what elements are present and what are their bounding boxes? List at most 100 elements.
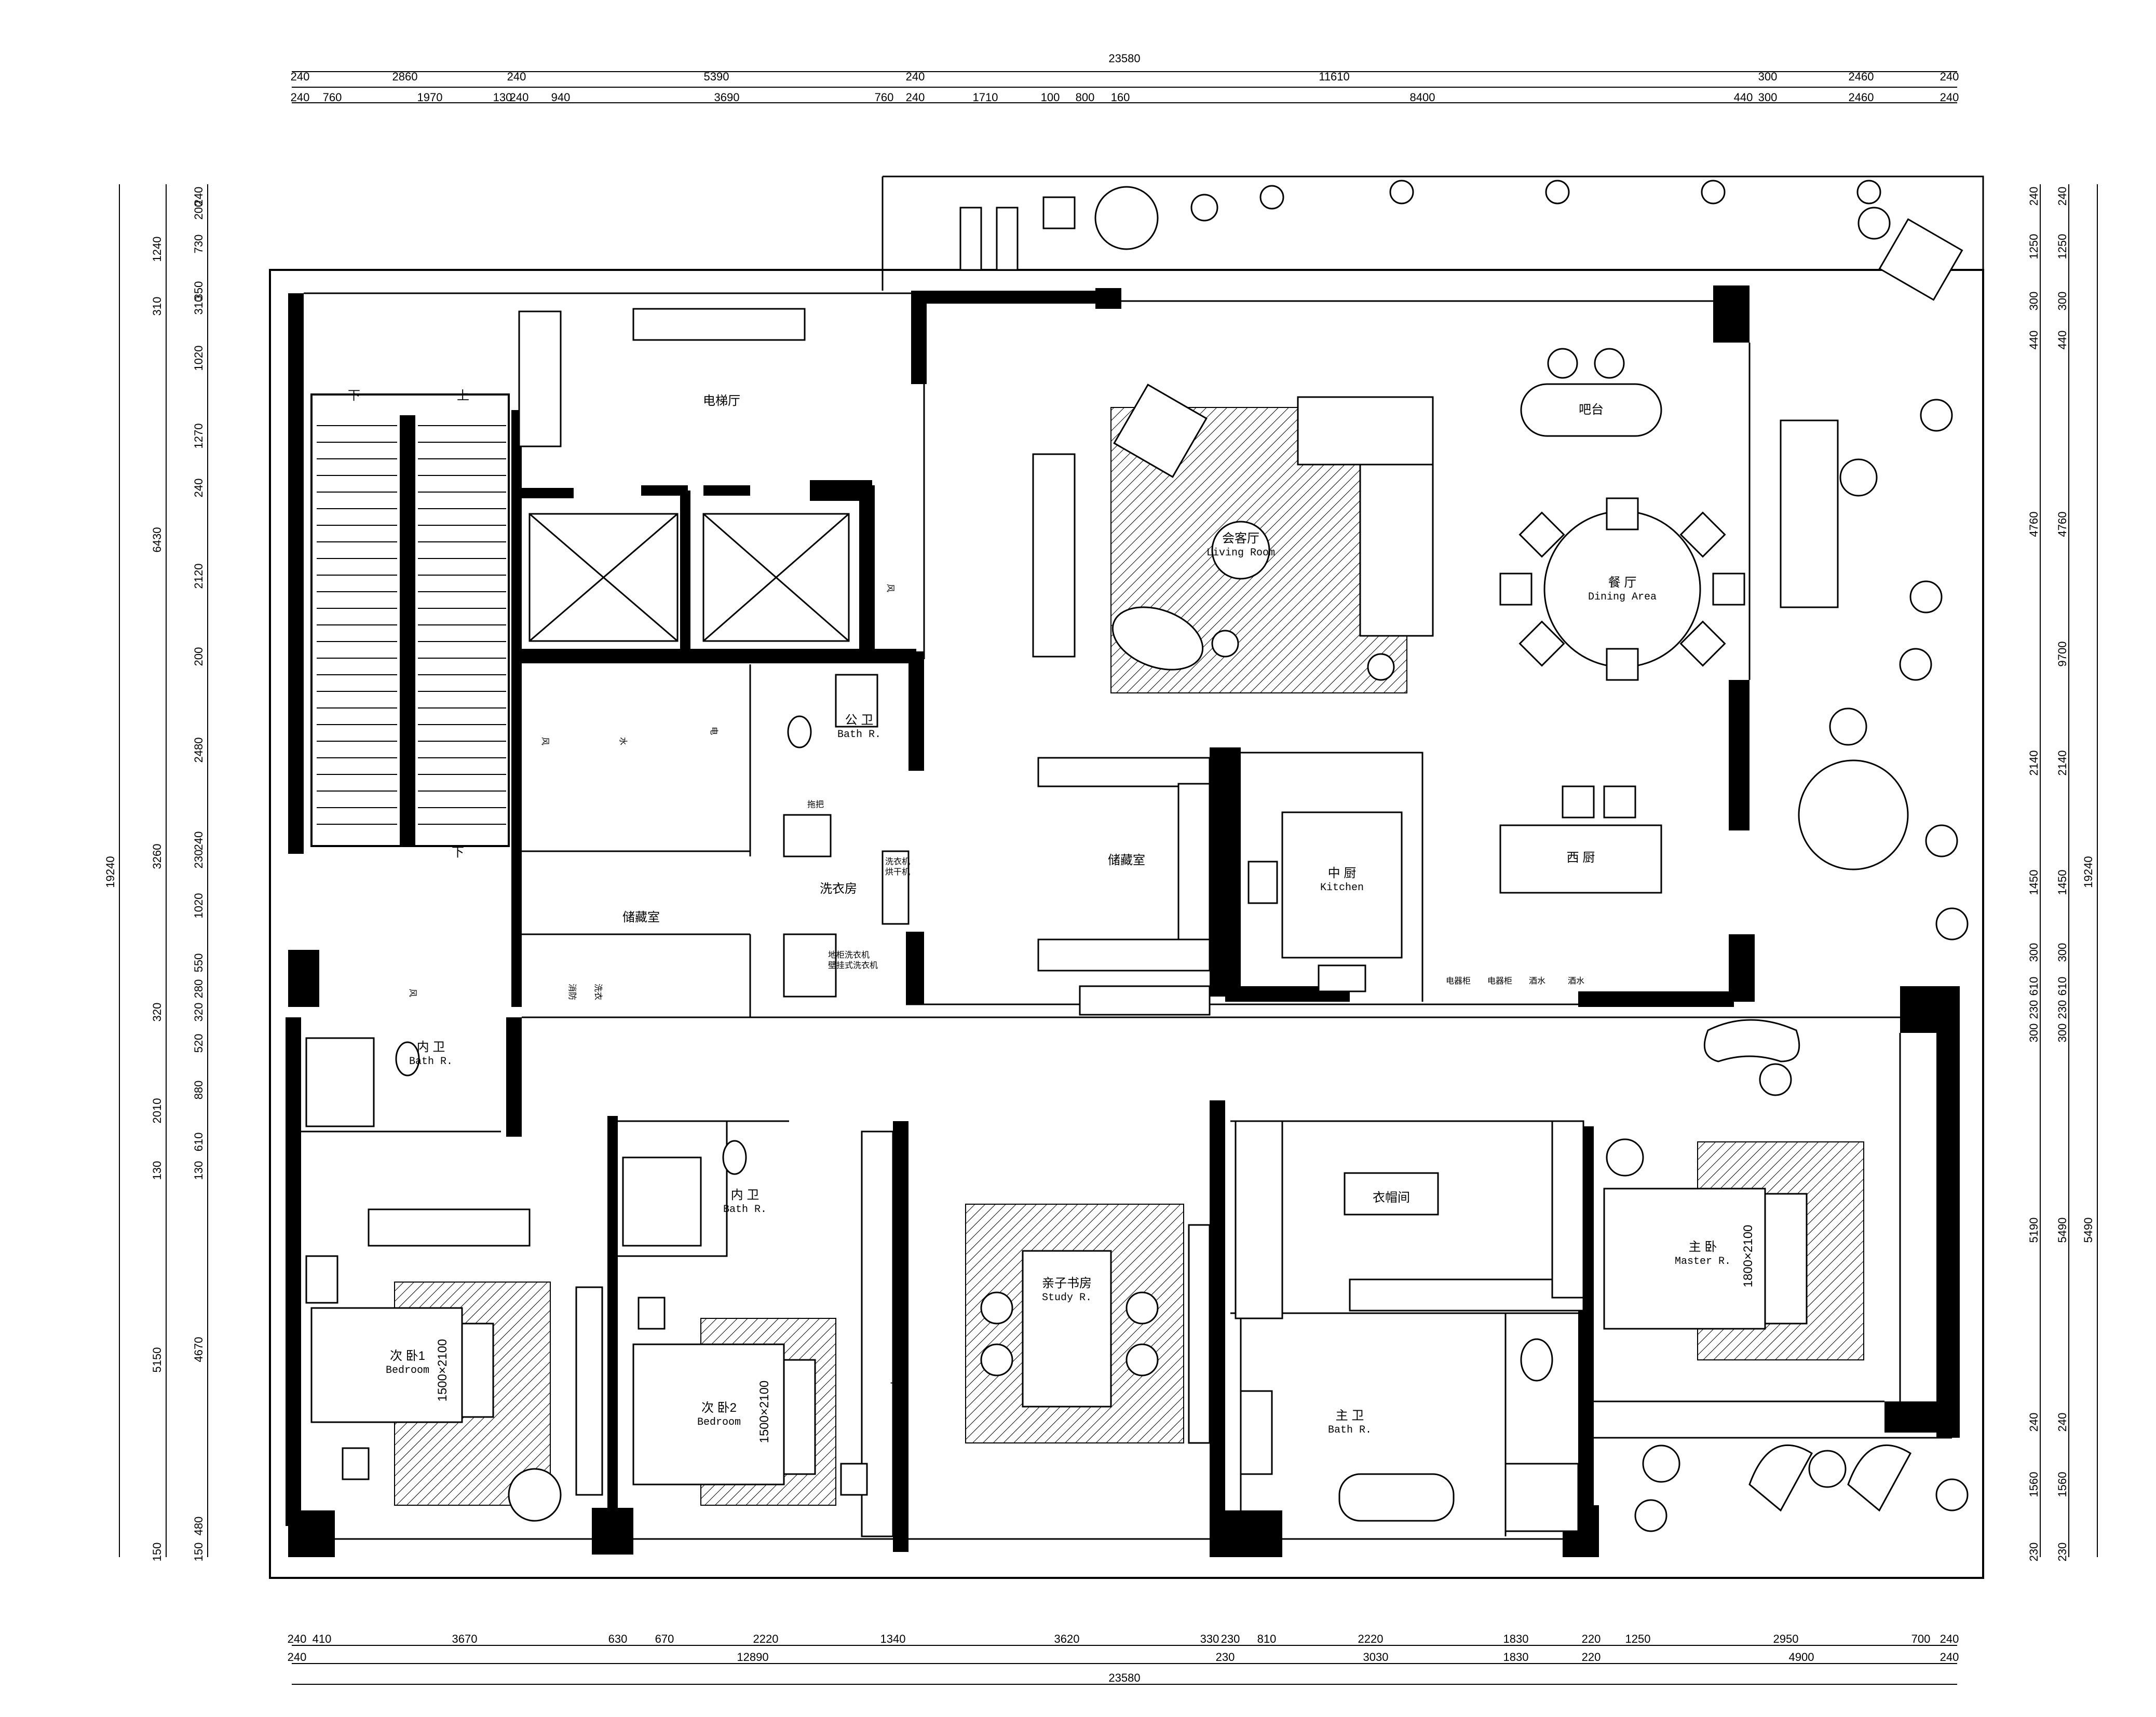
tv-label: TV. [890,1380,908,1394]
svg-text:1560: 1560 [2056,1472,2069,1497]
svg-text:240: 240 [1940,1651,1959,1664]
svg-text:610: 610 [2056,977,2069,996]
svg-text:1250: 1250 [1625,1632,1651,1645]
svg-text:200: 200 [192,647,205,666]
cabinet-label-1: 电器柜 [1446,976,1471,986]
svg-text:230: 230 [1216,1651,1235,1664]
plants [1190,180,1969,1532]
elevators [528,513,850,642]
svg-text:220: 220 [1582,1632,1601,1645]
stair-down-label-2: 下 [452,846,464,860]
stair-down-label: 下 [348,389,360,403]
svg-text:1340: 1340 [880,1632,906,1645]
mop-label: 拖把 [807,800,824,809]
svg-text:800: 800 [1076,91,1095,104]
label-master-en: Master R. [1675,1256,1731,1268]
label-living-cn: 会客厅 [1222,532,1259,546]
svg-text:4760: 4760 [2056,512,2069,537]
label-bed2-cn: 次 卧2 [701,1401,737,1415]
dim-bottom-total: 23580 [1108,1671,1140,1684]
dimension-top: 23580 240 2860 240 5390 240 11610 300 24… [291,52,1959,104]
svg-text:130: 130 [192,1161,205,1180]
label-storage-left: 储藏室 [622,910,660,924]
svg-text:610: 610 [2027,977,2040,996]
svg-text:9700: 9700 [2056,642,2069,667]
label-public-bath-en: Bath R. [837,729,881,741]
svg-text:300: 300 [2027,943,2040,962]
label-bar: 吧台 [1579,403,1604,417]
label-inner-bath2-cn: 内 卫 [731,1188,760,1202]
dimension-bottom: 240 410 3670 630 670 2220 1340 3620 330 … [288,1632,1959,1685]
label-dining-cn: 餐 厅 [1608,576,1637,590]
bed-size-master: 1800×2100 [1741,1225,1755,1288]
svg-text:240: 240 [192,187,205,206]
label-master-bath-cn: 主 卫 [1336,1409,1364,1423]
svg-text:240: 240 [288,1651,307,1664]
svg-text:3670: 3670 [452,1632,478,1645]
svg-text:5390: 5390 [704,70,729,83]
svg-text:2010: 2010 [151,1098,164,1124]
washer-label: 洗衣机 [885,857,910,866]
svg-text:1710: 1710 [973,91,998,104]
svg-text:2140: 2140 [2027,751,2040,776]
label-kitchen-cn: 中 厨 [1328,866,1357,880]
svg-text:300: 300 [2027,1024,2040,1043]
label-laundry: 洗衣房 [820,882,857,896]
svg-text:1830: 1830 [1503,1651,1529,1664]
svg-text:3690: 3690 [714,91,740,104]
svg-text:2120: 2120 [192,564,205,589]
label-dining-en: Dining Area [1588,591,1657,603]
svg-text:4900: 4900 [1789,1651,1814,1664]
svg-text:3030: 3030 [1363,1651,1389,1664]
svg-text:220: 220 [1582,1651,1601,1664]
fire-label-3: 风 [408,989,417,997]
label-cloakroom: 衣帽间 [1373,1191,1410,1205]
svg-text:1250: 1250 [2027,234,2040,260]
svg-text:1830: 1830 [1503,1632,1529,1645]
svg-text:300: 300 [2056,943,2069,962]
bed-2 [632,1343,785,1486]
dim-top-total: 23580 [1108,52,1140,65]
svg-text:240: 240 [1940,1632,1959,1645]
svg-text:700: 700 [1911,1632,1931,1645]
label-inner-bath2-en: Bath R. [723,1204,767,1216]
sofa [1297,396,1434,466]
cabinet-label-2: 电器柜 [1487,976,1512,986]
svg-text:300: 300 [2056,292,2069,311]
svg-text:280: 280 [192,979,205,999]
svg-text:550: 550 [192,953,205,973]
label-study-cn: 亲子书房 [1042,1276,1092,1290]
dimension-left: 19240 310 6430 3260 320 2010 130 5150 15… [104,184,208,1561]
svg-text:240: 240 [1940,91,1959,104]
svg-text:19240: 19240 [104,856,117,888]
svg-text:520: 520 [192,1034,205,1053]
dimension-right: 19240 240 1250 300 440 4760 9700 2140 14… [2027,184,2098,1562]
svg-text:1250: 1250 [2056,234,2069,260]
svg-text:150: 150 [151,1543,164,1562]
bathtub [1338,1473,1455,1522]
svg-text:240: 240 [507,70,526,83]
label-bed1-cn: 次 卧1 [390,1349,425,1363]
kitchen-island [1499,824,1662,894]
svg-text:3620: 3620 [1054,1632,1080,1645]
svg-text:11610: 11610 [1319,70,1350,83]
svg-text:1270: 1270 [192,424,205,449]
svg-text:440: 440 [1734,91,1753,104]
label-kitchen-en: Kitchen [1320,882,1364,894]
svg-text:940: 940 [551,91,571,104]
svg-text:1450: 1450 [2027,870,2040,895]
svg-text:230: 230 [2027,1543,2040,1562]
svg-text:5190: 5190 [2027,1218,2040,1243]
svg-text:240: 240 [2056,187,2069,206]
svg-text:160: 160 [1111,91,1130,104]
svg-text:200: 200 [192,201,205,220]
svg-text:300: 300 [2027,292,2040,311]
svg-text:310: 310 [151,297,164,316]
cabinet-label-4: 酒水 [1568,976,1584,986]
svg-text:8400: 8400 [1410,91,1435,104]
stair-up-label: 上 [457,389,469,403]
svg-text:320: 320 [192,1003,205,1022]
svg-text:6430: 6430 [151,527,164,553]
room-labels: 电梯厅 吧台 会客厅 Living Room 餐 厅 Dining Area 储… [386,394,1731,1436]
svg-text:1970: 1970 [417,91,443,104]
